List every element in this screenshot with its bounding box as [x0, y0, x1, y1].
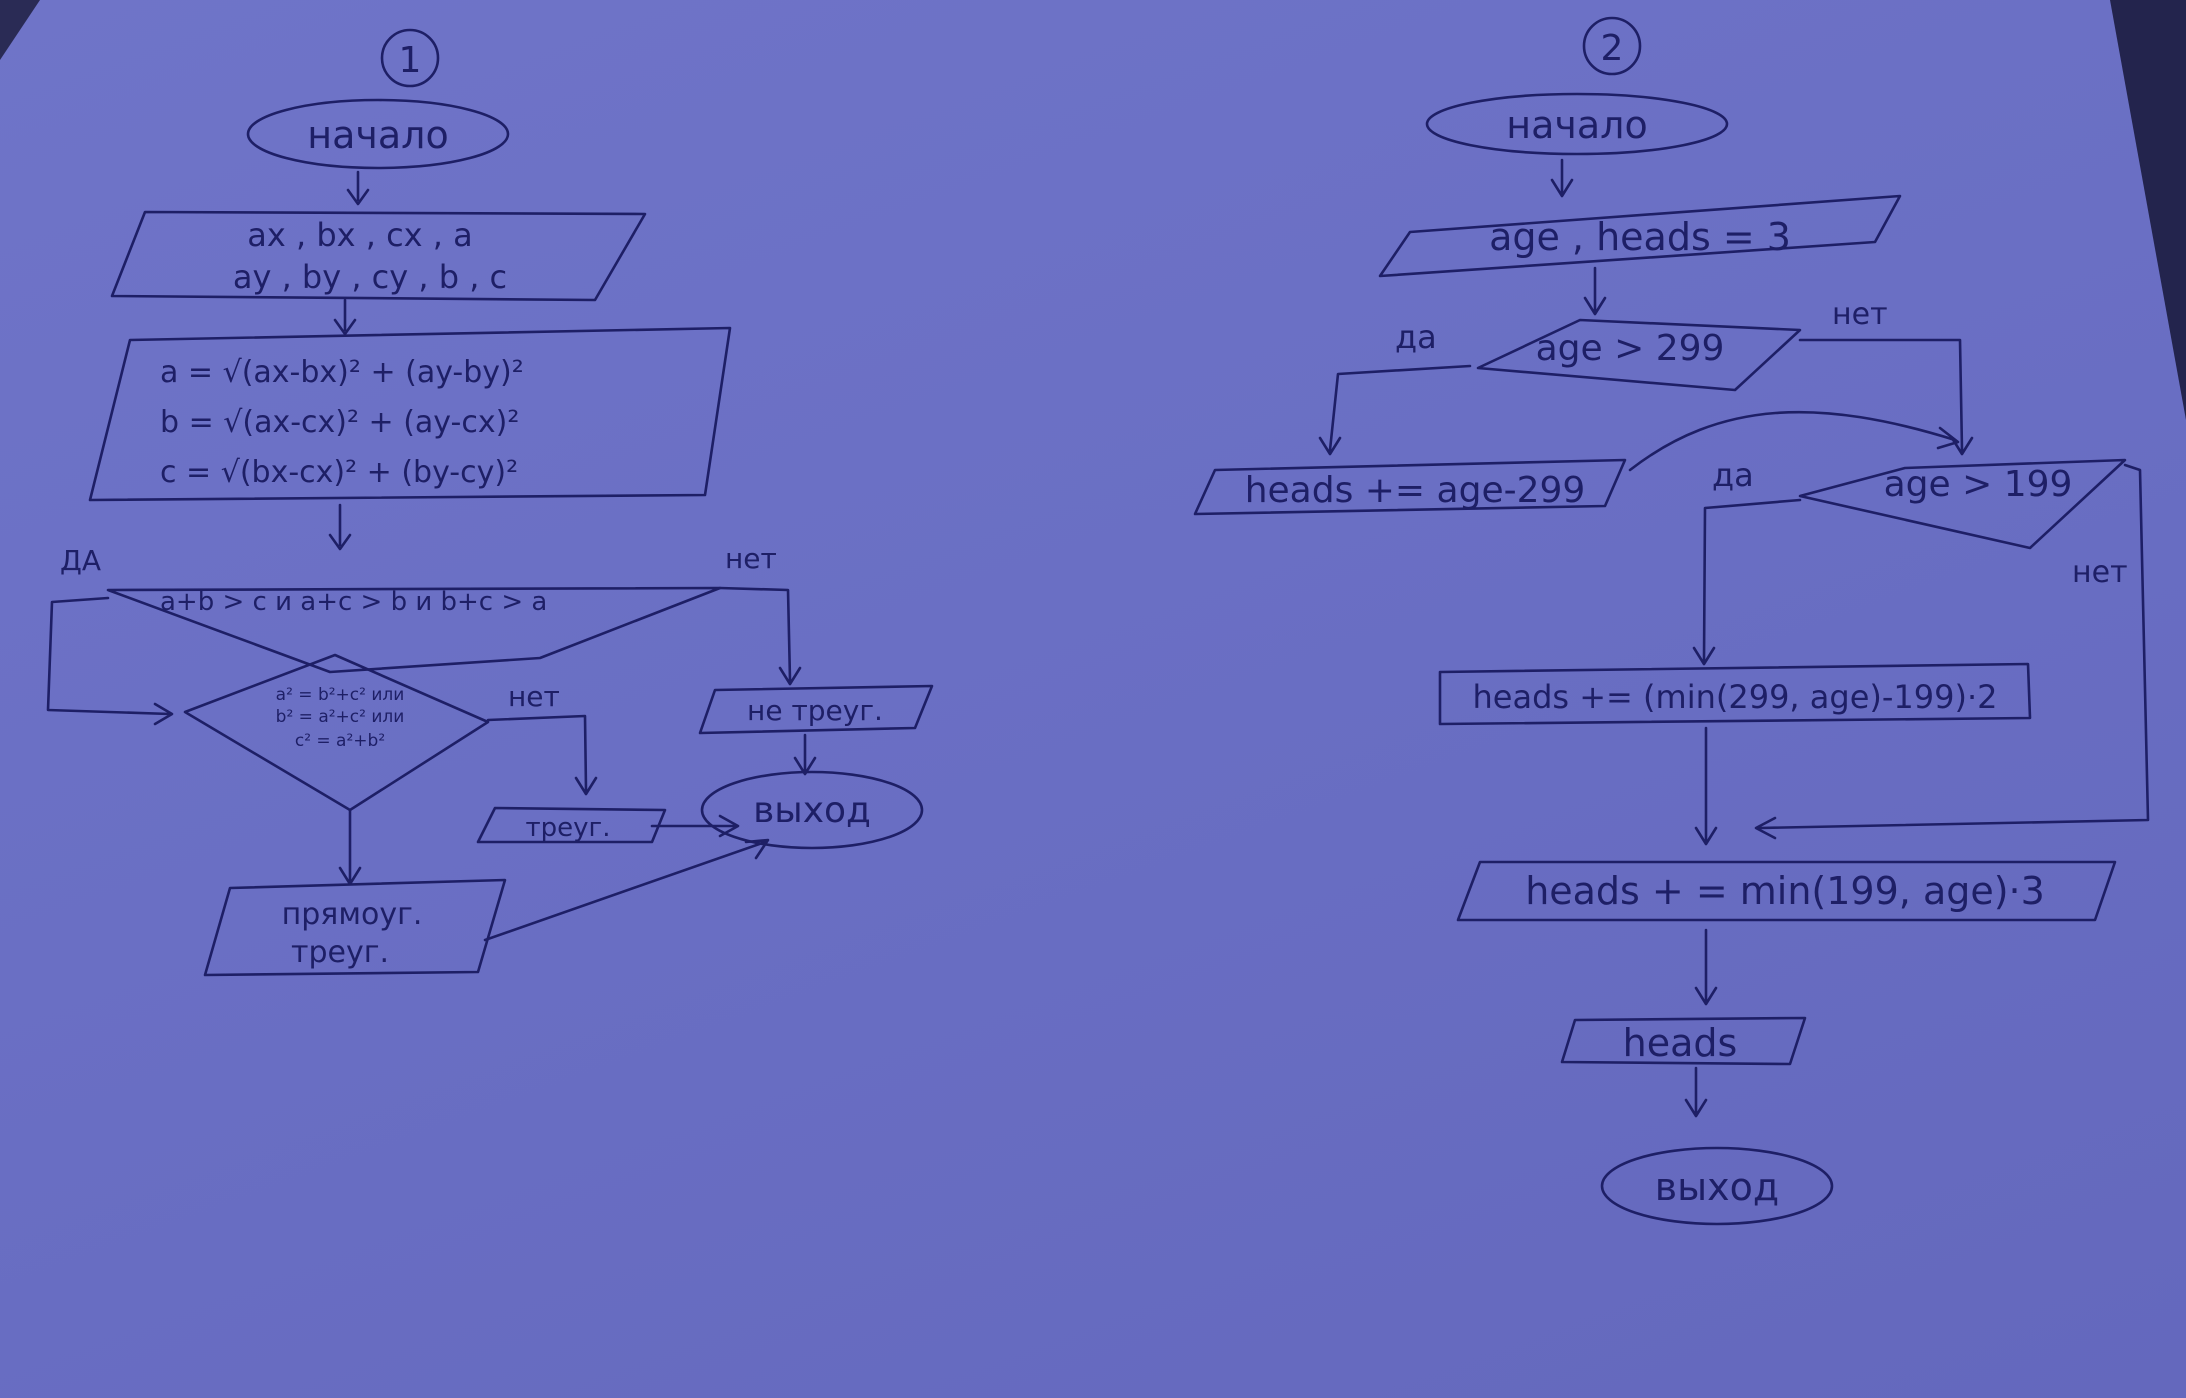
fc1-arrow-6: [483, 838, 770, 942]
fc2-heads299-box: [1193, 458, 1627, 516]
fc1-arrow-4: [793, 733, 817, 776]
fc2-yes1-arrow: [1318, 364, 1472, 456]
fc1-arrow-2: [333, 298, 357, 336]
fc1-end-terminal: [700, 770, 924, 850]
fc2-arrow-2: [1583, 266, 1607, 316]
fc2-heads199-box: [1438, 662, 2032, 726]
fc2-number-circle: [1582, 16, 1642, 76]
fc1-triangle-box: [476, 806, 667, 844]
fc2-decision-299: [1476, 318, 1802, 392]
fc2-start-label: начало: [1506, 103, 1647, 147]
fc1-cond-right-3: c² = a²+b²: [295, 731, 385, 751]
fc1-cond-right-2: b² = a²+c² или: [276, 707, 405, 727]
fc1-triangle: треуг.: [526, 813, 611, 843]
flowchart-2: 2 начало age , heads = 3 age > 299 да не…: [1193, 16, 2150, 1226]
fc1-input-box: [110, 210, 647, 302]
fc1-start-terminal: [246, 98, 510, 170]
fc1-no2-label: нет: [508, 680, 560, 713]
fc2-decision-199: [1798, 458, 2127, 550]
fc1-formula-b: b = √(ax-cx)² + (ay-cx)²: [160, 405, 519, 440]
fc1-input-line2: ay , by , cy , b , c: [233, 258, 507, 296]
fc2-start-terminal: [1425, 92, 1729, 156]
fc2-yes1-label: да: [1395, 318, 1437, 356]
fc1-yes-label: ДА: [60, 544, 101, 577]
fc1-number: 1: [399, 40, 422, 81]
fc2-yes2-arrow: [1692, 498, 1802, 666]
fc1-arrow-3: [328, 503, 352, 551]
fc2-arrow-1: [1550, 158, 1574, 198]
fc1-cond-triangle: a+b > c и a+c > b и b+c > a: [160, 587, 547, 617]
fc2-cond2: age > 199: [1884, 464, 2073, 505]
fc1-arrow-1: [346, 170, 370, 206]
fc2-cond1: age > 299: [1536, 328, 1725, 369]
fc1-no-label: нет: [725, 542, 777, 575]
fc1-right-triangle-1: прямоуг.: [282, 897, 423, 932]
fc1-number-circle: [380, 28, 440, 88]
fc2-arrow-3: [1694, 726, 1718, 846]
fc1-formula-box: [88, 326, 732, 502]
fc2-heads199: heads += (min(299, age)-199)·2: [1473, 678, 1998, 716]
fc1-right-triangle-2: треуг.: [291, 935, 389, 970]
table-corner: [0, 0, 40, 60]
fc1-decision-triangle: [106, 586, 722, 674]
fc2-heads299: heads += age-299: [1245, 470, 1586, 511]
table-edge: [2110, 0, 2186, 420]
fc2-number: 2: [1601, 28, 1624, 69]
fc1-yes2-arrow: [338, 808, 362, 886]
fc2-yes2-label: да: [1712, 456, 1754, 494]
fc2-input-box: [1378, 194, 1902, 278]
fc1-cond-right-1: a² = b²+c² или: [276, 685, 405, 705]
fc2-no1-label: нет: [1832, 297, 1888, 332]
fc2-heads3: heads + = min(199, age)·3: [1525, 869, 2045, 913]
fc1-yes-arrow: [46, 596, 174, 726]
fc2-output-box: [1560, 1016, 1807, 1066]
fc2-arrow-5: [1684, 1066, 1708, 1118]
fc2-input: age , heads = 3: [1489, 215, 1791, 259]
fc2-end-label: выход: [1655, 1165, 1779, 1209]
fc1-decision-right: [183, 653, 490, 812]
fc2-end-terminal: [1600, 1146, 1834, 1226]
fc2-no2-arrow: [1754, 463, 2150, 840]
fc1-end-label: выход: [753, 790, 871, 831]
fc2-arrow-merge: [1628, 410, 1960, 472]
fc1-right-triangle-box: [203, 878, 507, 977]
fc2-heads3-box: [1456, 860, 2117, 922]
fc2-no2-label: нет: [2072, 555, 2128, 590]
fc1-no-arrow: [718, 586, 802, 686]
fc1-not-triangle: не треуг.: [747, 694, 883, 727]
flowchart-1: 1 начало ax , bx , cx , a ay , by , cy ,…: [46, 28, 934, 977]
fc1-no2-arrow: [486, 714, 598, 796]
fc1-start-label: начало: [307, 113, 448, 157]
fc1-formula-c: c = √(bx-cx)² + (by-cy)²: [160, 455, 518, 490]
fc1-formula-a: a = √(ax-bx)² + (ay-by)²: [160, 355, 524, 390]
fc2-arrow-4: [1694, 928, 1718, 1006]
fc1-not-triangle-box: [698, 684, 934, 735]
fc1-input-line1: ax , bx , cx , a: [247, 216, 472, 254]
fc2-output: heads: [1623, 1021, 1738, 1065]
